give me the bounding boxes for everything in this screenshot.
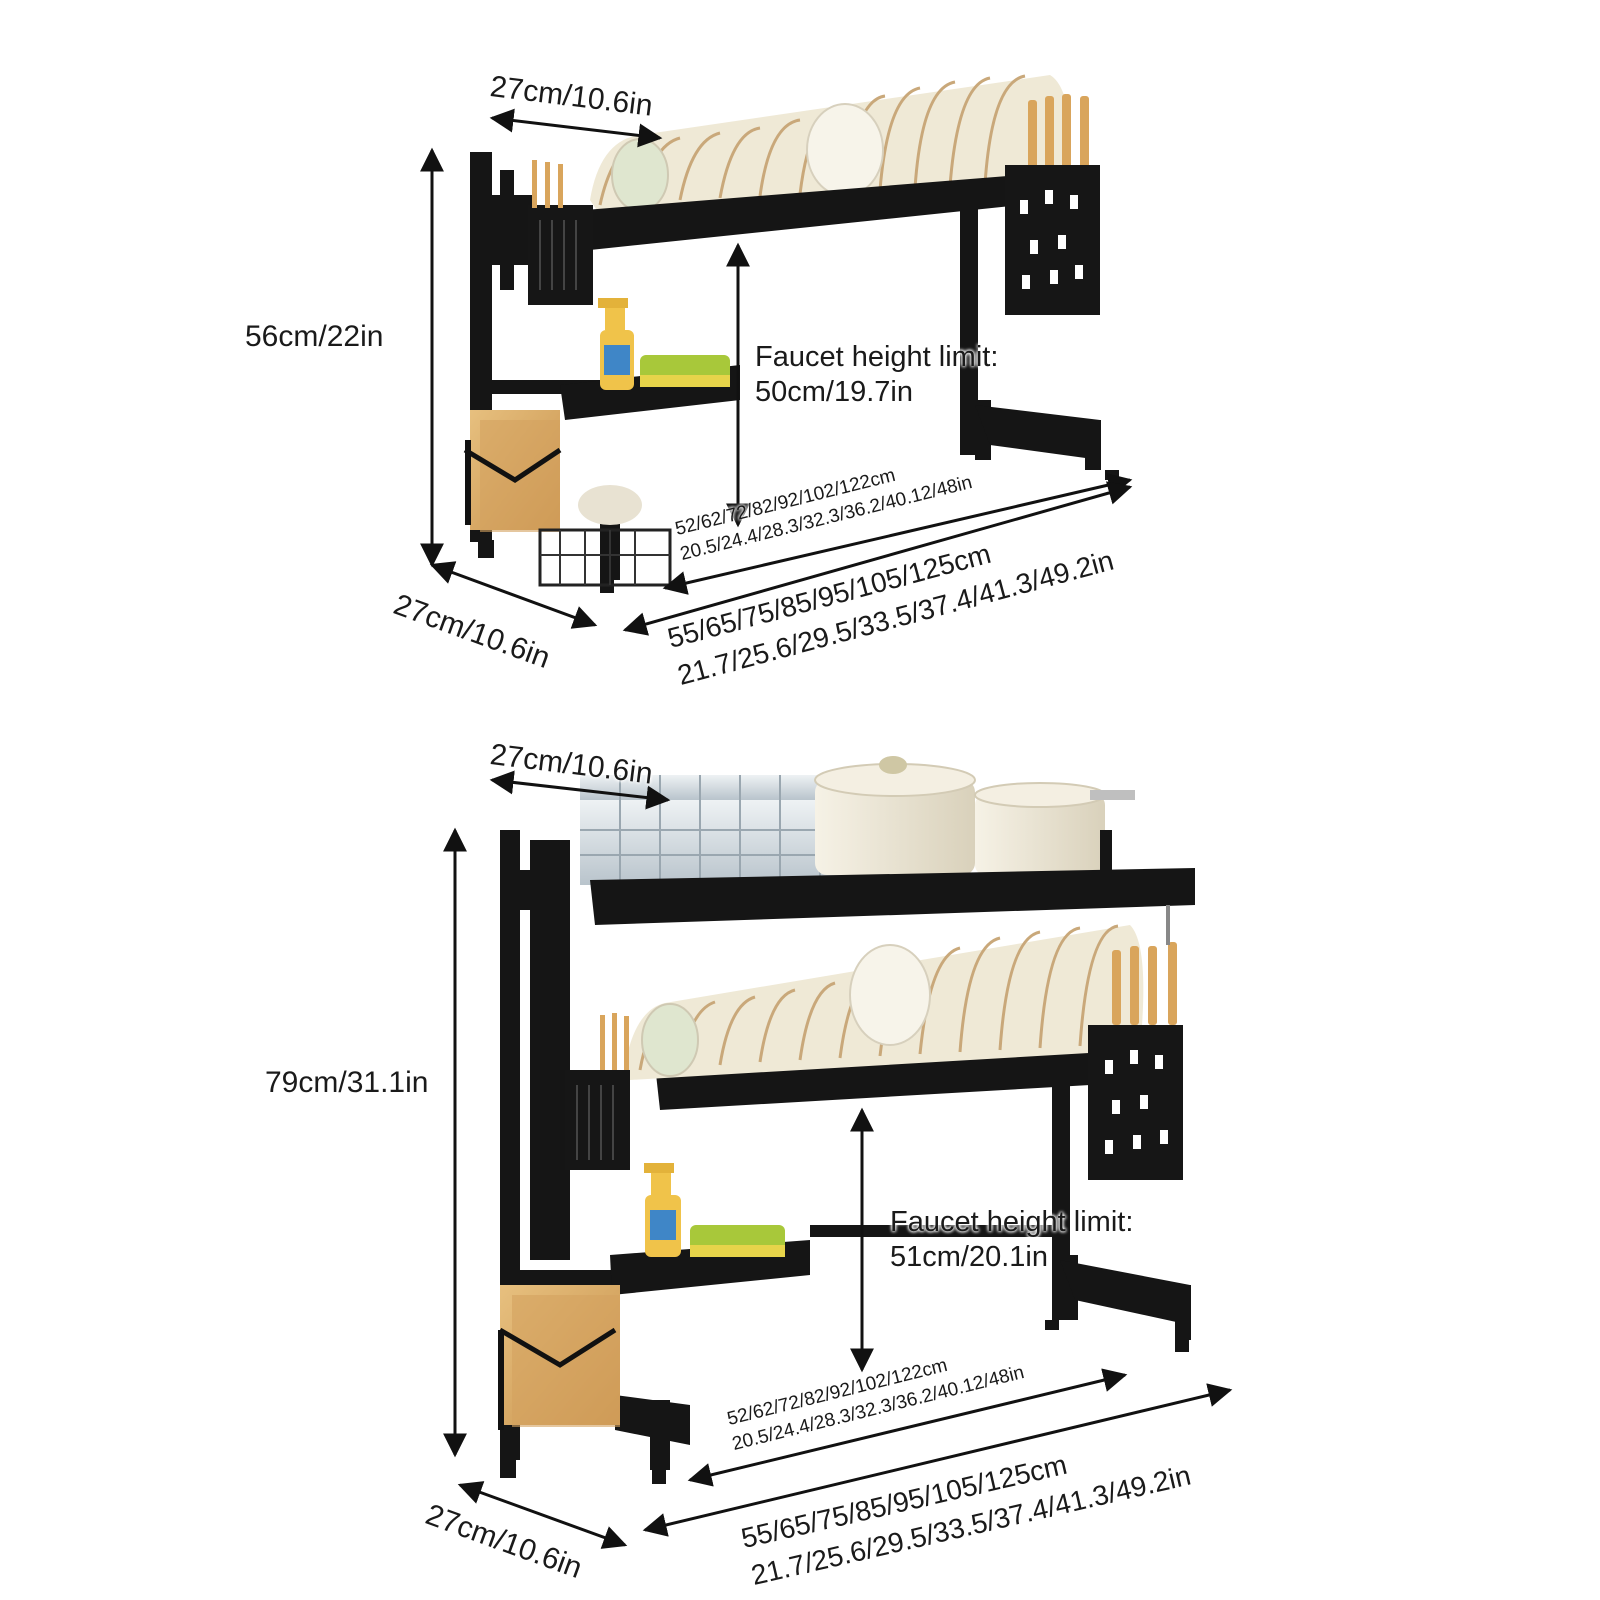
top-rack-utensil-holder [528, 160, 593, 305]
top-rack-dishes [590, 74, 1071, 215]
top-rack-dimension-lines [420, 108, 1133, 636]
top-rack-knives [1028, 94, 1089, 170]
bottom-rack-cutting-boards [498, 1285, 620, 1430]
bottom-rack-dimension-lines [443, 770, 1233, 1549]
bottom-faucet-limit-value: 51cm/20.1in [890, 1241, 1048, 1273]
bottom-rack-knives [1112, 905, 1177, 1025]
bottom-height-label: 79cm/31.1in [265, 1066, 429, 1099]
bottom-rack-dishes [625, 924, 1144, 1080]
top-rack-cutting-boards [463, 410, 562, 532]
bottom-rack-pots [814, 756, 1135, 875]
top-faucet-limit-value: 50cm/19.7in [755, 376, 913, 408]
bottom-rack-spray-bottle [644, 1163, 681, 1257]
bottom-rack-knife-holder [1088, 1025, 1183, 1180]
top-faucet-limit-title: Faucet height limit: [755, 341, 999, 373]
bottom-rack-utensil-holder [565, 1013, 630, 1170]
top-height-label: 56cm/22in [245, 320, 384, 353]
top-rack [420, 74, 1133, 636]
bottom-rack-sponge [690, 1225, 785, 1257]
bottom-faucet-limit-title: Faucet height limit: [890, 1206, 1134, 1238]
bottom-rack [443, 756, 1233, 1549]
top-rack-sponge [640, 355, 730, 387]
top-rack-spray-bottle [598, 298, 634, 390]
top-rack-knife-holder [1005, 165, 1100, 315]
